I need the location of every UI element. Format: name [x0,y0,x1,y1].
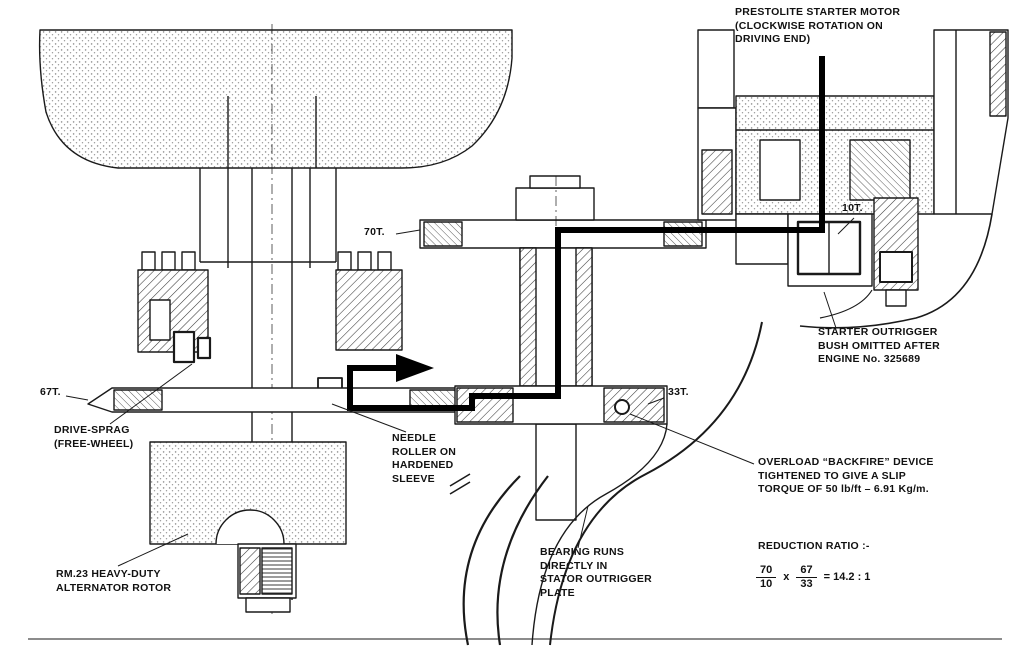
label-70t: 70T. [364,226,385,238]
reduction-ratio-formula: 70 10 x 67 33 = 14.2 : 1 [756,564,870,590]
label-10t: 10T. [842,202,863,214]
starter-pinion-10t [787,197,919,307]
starter-motor-housing [697,29,1009,329]
fraction-denominator: 10 [760,577,773,590]
reduction-result: = 14.2 : 1 [823,571,871,584]
fraction-numerator: 70 [756,564,777,578]
label-starter-bush: STARTER OUTRIGGER BUSH OMITTED AFTER ENG… [818,326,940,366]
label-drive-sprag: DRIVE-SPRAG (FREE-WHEEL) [54,424,134,450]
drive-flow-arrow-icon [396,354,434,382]
gear-70t-plate [419,175,707,249]
stator-outrigger-plate [462,321,763,646]
label-starter-motor: PRESTOLITE STARTER MOTOR (CLOCKWISE ROTA… [735,6,901,46]
crankcase-section [38,29,513,169]
label-needle-roller: NEEDLE ROLLER ON HARDENED SLEEVE [392,432,457,485]
label-alternator-rotor: RM.23 HEAVY-DUTY ALTERNATOR ROTOR [56,568,172,594]
reduction-ratio-title: REDUCTION RATIO :- [758,540,870,552]
drive-flow-path [347,56,825,411]
alternator-rotor-section [149,441,347,613]
label-overload-device: OVERLOAD “BACKFIRE” DEVICE TIGHTENED TO … [758,456,934,496]
fraction-numerator: 67 [796,564,817,578]
fraction-67-33: 67 33 [796,564,817,590]
sprag-clutch-assembly [137,251,403,409]
fraction-70-10: 70 10 [756,564,777,590]
fraction-denominator: 33 [800,577,813,590]
multiply-sign: x [783,571,790,584]
label-67t: 67T. [40,386,61,398]
label-33t: 33T. [668,386,689,398]
gear-33t-plate [449,385,668,495]
label-bearing: BEARING RUNS DIRECTLY IN STATOR OUTRIGGE… [540,546,652,599]
leader-lines [65,217,855,567]
